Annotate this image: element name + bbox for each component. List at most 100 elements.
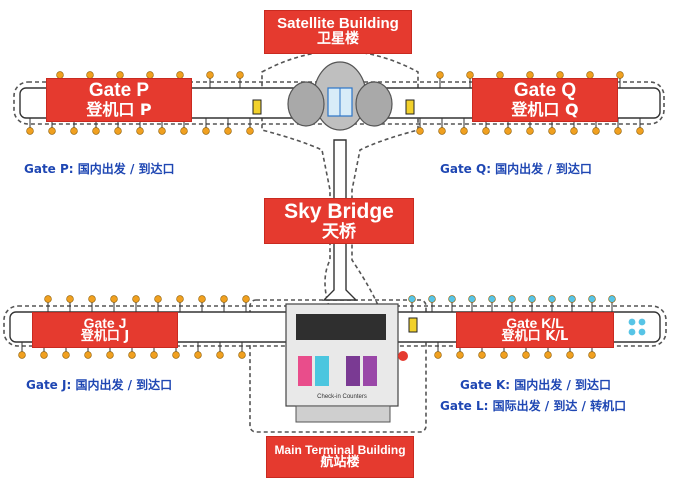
- main-terminal-cn: 航站楼: [320, 455, 360, 471]
- gate-j-cn: 登机口 J: [80, 329, 130, 345]
- aircraft-stand-icon: [628, 318, 636, 326]
- aircraft-stand-icon: [44, 295, 52, 303]
- aircraft-stand-icon: [526, 127, 534, 135]
- aircraft-stand-icon: [482, 127, 490, 135]
- gate-l-info: Gate L: 国际出发 / 到达 / 转机口: [440, 399, 627, 413]
- aircraft-stand-icon: [456, 351, 464, 359]
- aircraft-stand-icon: [106, 351, 114, 359]
- gate-q-cn: 登机口 Q: [511, 100, 579, 120]
- aircraft-stand-icon: [48, 127, 56, 135]
- aircraft-stand-icon: [92, 127, 100, 135]
- aircraft-stand-icon: [114, 127, 122, 135]
- aircraft-stand-icon: [408, 295, 416, 303]
- check-in-label: Check-in Counters: [317, 394, 367, 400]
- aircraft-stand-icon: [448, 295, 456, 303]
- aircraft-stand-icon: [154, 295, 162, 303]
- aircraft-stand-icon: [638, 328, 646, 336]
- main-terminal-block: Check-in Counters: [285, 303, 408, 423]
- satellite-hub: [287, 61, 393, 131]
- gate-kl-en: Gate K/L: [506, 314, 564, 331]
- gate-j-en: Gate J: [83, 314, 127, 331]
- aircraft-stand-icon: [236, 71, 244, 79]
- aircraft-stand-icon: [568, 295, 576, 303]
- aircraft-stand-icon: [608, 295, 616, 303]
- gate-q-info: Gate Q: 国内出发 / 到达口: [440, 162, 592, 176]
- aircraft-stand-icon: [488, 295, 496, 303]
- aircraft-stand-icon: [238, 351, 246, 359]
- satellite-building-label: Satellite Building 卫星楼: [264, 10, 412, 54]
- sky-bridge-label: Sky Bridge 天桥: [264, 198, 414, 244]
- aircraft-stand-icon: [628, 328, 636, 336]
- aircraft-stand-icon: [224, 127, 232, 135]
- aircraft-stand-icon: [478, 351, 486, 359]
- aircraft-stand-icon: [500, 351, 508, 359]
- aircraft-stand-icon: [436, 71, 444, 79]
- aircraft-stand-icon: [202, 127, 210, 135]
- gate-p-info: Gate P: 国内出发 / 到达口: [24, 162, 175, 176]
- hazard-markers: [252, 99, 418, 333]
- aircraft-stand-icon: [522, 351, 530, 359]
- aircraft-stand-icon: [548, 127, 556, 135]
- satellite-en: Satellite Building: [277, 15, 399, 33]
- aircraft-stand-icon: [566, 351, 574, 359]
- aircraft-stand-icon: [548, 295, 556, 303]
- aircraft-stand-icon: [466, 71, 474, 79]
- aircraft-stand-icon: [176, 295, 184, 303]
- aircraft-stand-icon: [110, 295, 118, 303]
- aircraft-stand-icon: [62, 351, 70, 359]
- aircraft-stand-icon: [416, 127, 424, 135]
- satellite-cn: 卫星楼: [317, 31, 359, 48]
- gate-j-info: Gate J: 国内出发 / 到达口: [26, 378, 173, 392]
- gate-kl-cn: 登机口 K/L: [501, 329, 569, 345]
- aircraft-stand-icon: [66, 295, 74, 303]
- aircraft-stand-icon: [172, 351, 180, 359]
- aircraft-stand-icon: [428, 295, 436, 303]
- aircraft-stand-icon: [614, 127, 622, 135]
- aircraft-stands: [18, 71, 646, 359]
- aircraft-stand-icon: [438, 127, 446, 135]
- gate-j-label: Gate J 登机口 J: [32, 312, 178, 348]
- aircraft-stand-icon: [26, 127, 34, 135]
- aircraft-stand-icon: [180, 127, 188, 135]
- gate-p-en: Gate P: [88, 80, 150, 102]
- aircraft-stand-icon: [40, 351, 48, 359]
- aircraft-stand-icon: [242, 295, 250, 303]
- aircraft-stand-icon: [136, 127, 144, 135]
- aircraft-stand-icon: [128, 351, 136, 359]
- aircraft-stand-icon: [220, 295, 228, 303]
- aircraft-stand-icon: [158, 127, 166, 135]
- aircraft-stand-icon: [84, 351, 92, 359]
- aircraft-stand-icon: [434, 351, 442, 359]
- aircraft-stand-icon: [460, 127, 468, 135]
- gate-k-info: Gate K: 国内出发 / 到达口: [460, 378, 612, 392]
- aircraft-stand-icon: [592, 127, 600, 135]
- aircraft-stand-icon: [544, 351, 552, 359]
- main-terminal-en: Main Terminal Building: [274, 442, 406, 457]
- aircraft-stand-icon: [570, 127, 578, 135]
- aircraft-stand-icon: [588, 351, 596, 359]
- aircraft-stand-icon: [588, 295, 596, 303]
- gate-p-cn: 登机口 P: [86, 100, 152, 120]
- aircraft-stand-icon: [216, 351, 224, 359]
- aircraft-stand-icon: [638, 318, 646, 326]
- aircraft-stand-icon: [508, 295, 516, 303]
- aircraft-stand-icon: [150, 351, 158, 359]
- aircraft-stand-icon: [194, 351, 202, 359]
- aircraft-stand-icon: [70, 127, 78, 135]
- aircraft-stand-icon: [246, 127, 254, 135]
- gate-q-label: Gate Q 登机口 Q: [472, 78, 618, 122]
- aircraft-stand-icon: [616, 71, 624, 79]
- aircraft-stand-icon: [198, 295, 206, 303]
- aircraft-stand-icon: [468, 295, 476, 303]
- aircraft-stand-icon: [18, 351, 26, 359]
- aircraft-stand-icon: [504, 127, 512, 135]
- gate-p-label: Gate P 登机口 P: [46, 78, 192, 122]
- aircraft-stand-icon: [88, 295, 96, 303]
- aircraft-stand-icon: [206, 71, 214, 79]
- aircraft-stand-icon: [528, 295, 536, 303]
- gate-q-en: Gate Q: [513, 80, 577, 102]
- sky-bridge-cn: 天桥: [322, 221, 356, 242]
- sky-bridge-en: Sky Bridge: [284, 199, 394, 223]
- main-terminal-label: Main Terminal Building 航站楼: [266, 436, 414, 478]
